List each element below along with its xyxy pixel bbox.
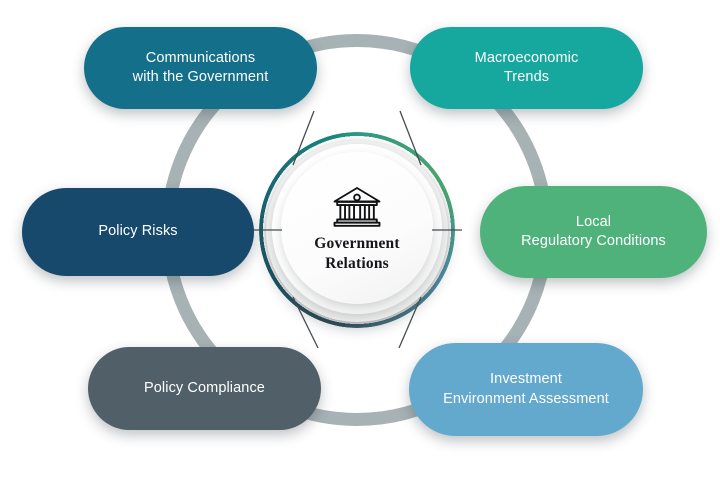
center-title-line2: Relations [325, 255, 389, 272]
node-label-line1: Policy Risks [98, 223, 178, 240]
node-investment-environment-assessment[interactable]: Investment Environment Assessment [409, 343, 643, 436]
node-label-line1: Policy Compliance [144, 379, 265, 396]
bank-building-icon [330, 184, 384, 228]
center-hub[interactable]: Government Relations [281, 152, 433, 304]
node-policy-compliance[interactable]: Policy Compliance [88, 347, 321, 430]
node-label-line2: with the Government [132, 69, 269, 85]
node-label-line2: Regulatory Conditions [521, 233, 666, 249]
node-local-regulatory-conditions[interactable]: Local Regulatory Conditions [480, 186, 707, 278]
node-policy-risks[interactable]: Policy Risks [22, 188, 254, 276]
node-label-line1: Investment [490, 371, 562, 388]
node-macroeconomic-trends[interactable]: Macroeconomic Trends [410, 27, 643, 109]
center-title-line1: Government [314, 234, 400, 252]
node-label-line1: Communications [145, 49, 256, 66]
node-label-line1: Local [575, 213, 612, 230]
node-communications-with-the-government[interactable]: Communications with the Government [84, 27, 317, 109]
center-title: Government Relations [314, 234, 400, 275]
node-label-line2: Trends [503, 69, 550, 85]
node-label-line1: Macroeconomic [474, 49, 579, 66]
node-label-line2: Environment Assessment [443, 390, 609, 407]
